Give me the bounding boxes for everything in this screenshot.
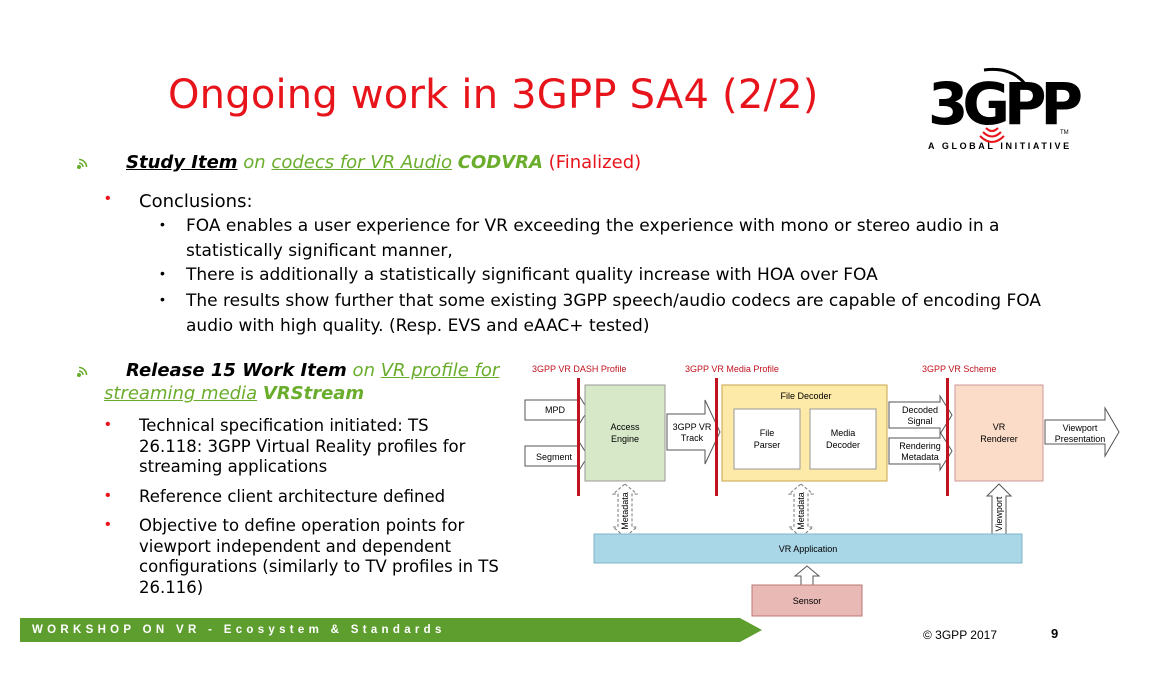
study-item-label: Study Item (126, 152, 238, 173)
decoded-signal-label-1: Decoded (902, 405, 938, 415)
decoded-signal-arrow: Decoded Signal (888, 394, 953, 436)
media-decoder-label-1: Media (831, 428, 856, 438)
file-parser-box (733, 408, 801, 470)
status-finalized: (Finalized) (548, 152, 642, 173)
streaming-media-link[interactable]: streaming media (104, 383, 258, 404)
viewport-arrow: Viewport (985, 483, 1013, 538)
rendering-metadata-label-1: Rendering (899, 441, 941, 451)
bullet-dot: • (160, 291, 165, 307)
codvra-code: CODVRA (457, 152, 543, 173)
work-point-3: Objective to define operation points for… (139, 516, 499, 597)
red-bullet: • (105, 416, 111, 433)
dash-profile-bar (577, 378, 580, 496)
metadata-arrow-mid: Metadata (787, 483, 815, 538)
file-decoder-label: File Decoder (780, 391, 831, 401)
bullet-dot: • (160, 216, 165, 232)
scheme-bar (946, 378, 949, 496)
on-text: on (237, 152, 272, 173)
access-engine-label-2: Engine (611, 434, 639, 444)
red-bullet: • (105, 487, 111, 504)
file-parser-label-1: File (760, 428, 775, 438)
mpd-label: MPD (545, 405, 566, 415)
sensor-arrow (793, 565, 821, 586)
conclusion-point-2: There is additionally a statistically si… (186, 265, 878, 285)
red-bullet: • (105, 190, 111, 207)
file-parser-label-2: Parser (754, 440, 781, 450)
codecs-link[interactable]: codecs for VR Audio (271, 152, 453, 173)
red-bullet: • (105, 516, 111, 533)
logo-tagline: A GLOBAL INITIATIVE (928, 141, 1072, 151)
work-point-2: Reference client architecture defined (139, 487, 446, 506)
media-profile-bar (715, 378, 718, 496)
track-label-2: Track (681, 433, 704, 443)
dash-profile-label: 3GPP VR DASH Profile (532, 364, 626, 374)
vr-application-label: VR Application (779, 544, 838, 554)
svg-text:3GPP: 3GPP (928, 70, 1081, 138)
viewport-presentation-label-1: Viewport (1063, 423, 1098, 433)
metadata-label-left: Metadata (620, 492, 630, 530)
scheme-label: 3GPP VR Scheme (922, 364, 996, 374)
conclusion-point-3: The results show further that some exist… (186, 291, 1041, 336)
conclusion-point-1: FOA enables a user experience for VR exc… (186, 216, 1000, 261)
rendering-metadata-label-2: Metadata (901, 452, 939, 462)
metadata-label-mid: Metadata (796, 492, 806, 530)
copyright: © 3GPP 2017 (923, 628, 998, 642)
work-item-heading-line1: Release 15 Work Item on VR profile for (126, 360, 499, 381)
segment-label: Segment (536, 452, 573, 462)
sensor-label: Sensor (793, 596, 822, 606)
sensor-box (751, 584, 863, 617)
decoded-signal-label-2: Signal (907, 416, 932, 426)
wifi-bullet-icon (77, 158, 88, 169)
vr-profile-link[interactable]: VR profile for (380, 360, 500, 381)
media-decoder-label-2: Decoder (826, 440, 860, 450)
metadata-arrow-left: Metadata (611, 483, 639, 538)
viewport-label: Viewport (994, 496, 1004, 531)
viewport-presentation-arrow: Viewport Presentation (1044, 406, 1120, 458)
architecture-diagram: 3GPP VR DASH Profile 3GPP VR Media Profi… (524, 364, 1120, 617)
study-item-heading: Study Item on codecs for VR Audio CODVRA… (126, 152, 641, 173)
vr-renderer-label-2: Renderer (980, 434, 1018, 444)
bullet-dot: • (160, 265, 165, 281)
viewport-presentation-label-2: Presentation (1055, 434, 1106, 444)
access-engine-label-1: Access (610, 422, 640, 432)
work-item-label: Release 15 Work Item (126, 360, 347, 381)
work-item-heading-line2: streaming media VRStream (104, 383, 364, 404)
footer-banner (20, 618, 762, 642)
track-arrow: 3GPP VR Track (666, 399, 721, 465)
track-label-1: 3GPP VR (673, 422, 712, 432)
access-engine-box (584, 384, 666, 482)
slide-title: Ongoing work in 3GPP SA4 (2/2) (168, 72, 819, 118)
page-number: 9 (1051, 626, 1059, 641)
on-text: on (346, 360, 381, 381)
rendering-metadata-arrow: Rendering Metadata (888, 430, 953, 472)
vr-renderer-box (954, 384, 1044, 482)
vr-application-box (593, 533, 1023, 564)
conclusions-heading: Conclusions: (139, 191, 253, 212)
vrstream-code: VRStream (262, 383, 365, 404)
3gpp-logo: 3GPP TM (928, 67, 1082, 143)
media-profile-label: 3GPP VR Media Profile (685, 364, 779, 374)
vr-renderer-label-1: VR (993, 422, 1006, 432)
media-decoder-box (809, 408, 877, 470)
svg-text:TM: TM (1060, 130, 1069, 136)
wifi-bullet-icon (77, 366, 88, 377)
footer-banner-text: WORKSHOP ON VR - Ecosystem & Standards (32, 624, 446, 636)
work-point-1: Technical specification initiated: TS 26… (139, 416, 466, 476)
